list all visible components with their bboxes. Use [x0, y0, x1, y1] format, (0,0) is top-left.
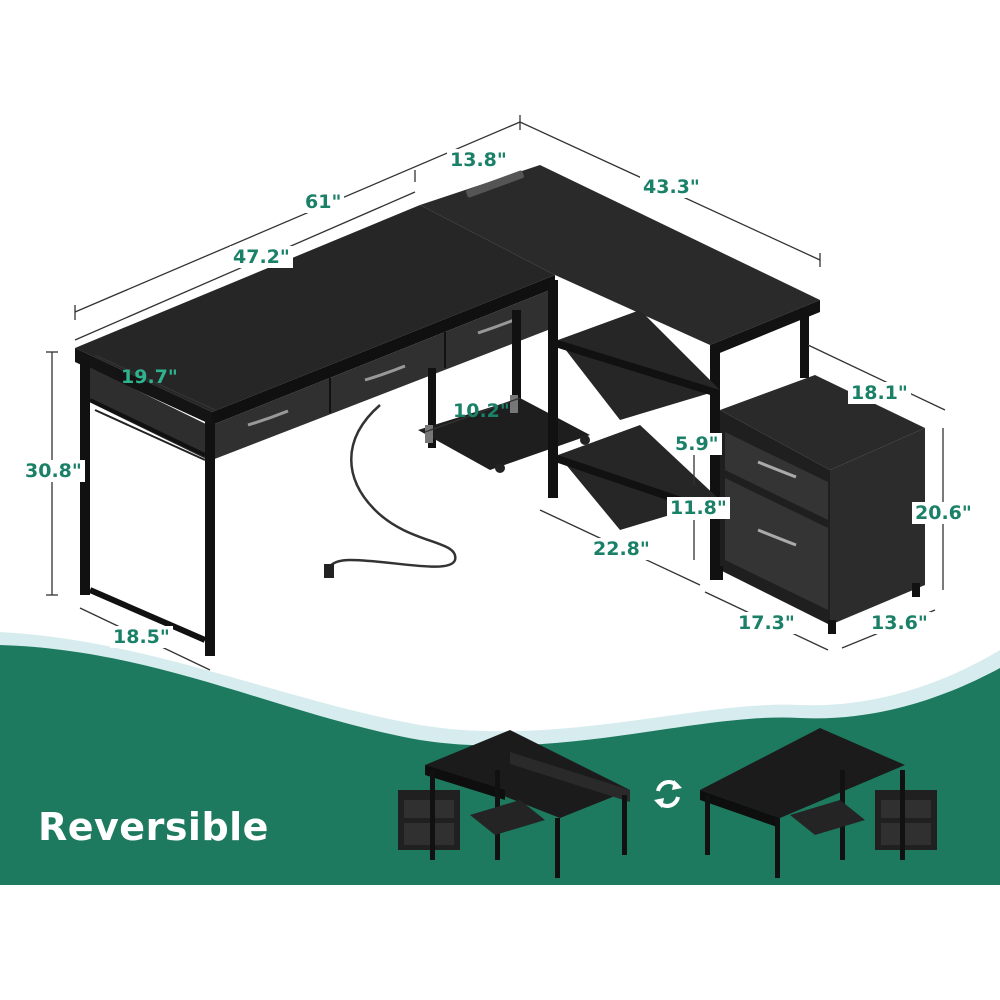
dim-desk-depth: 19.7" [121, 366, 178, 388]
dim-cpu-stand: 10.2" [453, 400, 510, 422]
dim-height: 30.8" [22, 460, 85, 482]
right-desktop [420, 165, 820, 345]
dim-shelf-gap-mid: 11.8" [667, 497, 730, 519]
thumbnail-left [398, 730, 630, 878]
left-desktop [75, 205, 555, 412]
reversible-label: Reversible [38, 805, 269, 849]
dim-leg-depth: 18.5" [110, 626, 173, 648]
main-desk [75, 165, 820, 656]
dim-cabinet-width: 17.3" [735, 612, 798, 634]
swap-arrows-icon [654, 780, 682, 808]
thumbnail-right [700, 728, 937, 878]
dim-cabinet-side: 13.6" [868, 612, 931, 634]
dim-right-length: 43.3" [640, 176, 703, 198]
cabinet-drawer-top [725, 432, 828, 520]
dim-cabinet-depth: 18.1" [848, 382, 911, 404]
power-strip [466, 170, 524, 198]
dim-shelf-width: 22.8" [590, 538, 653, 560]
power-cord [326, 404, 457, 576]
cabinet-drawer-bottom [725, 478, 828, 610]
dim-top-depth: 13.8" [447, 149, 510, 171]
file-cabinet [715, 375, 925, 634]
dim-total-length: 61" [302, 191, 345, 213]
dim-desk-length: 47.2" [230, 246, 293, 268]
dim-cabinet-height: 20.6" [912, 502, 975, 524]
cpu-stand [418, 398, 590, 470]
dim-shelf-gap-top: 5.9" [672, 433, 722, 455]
